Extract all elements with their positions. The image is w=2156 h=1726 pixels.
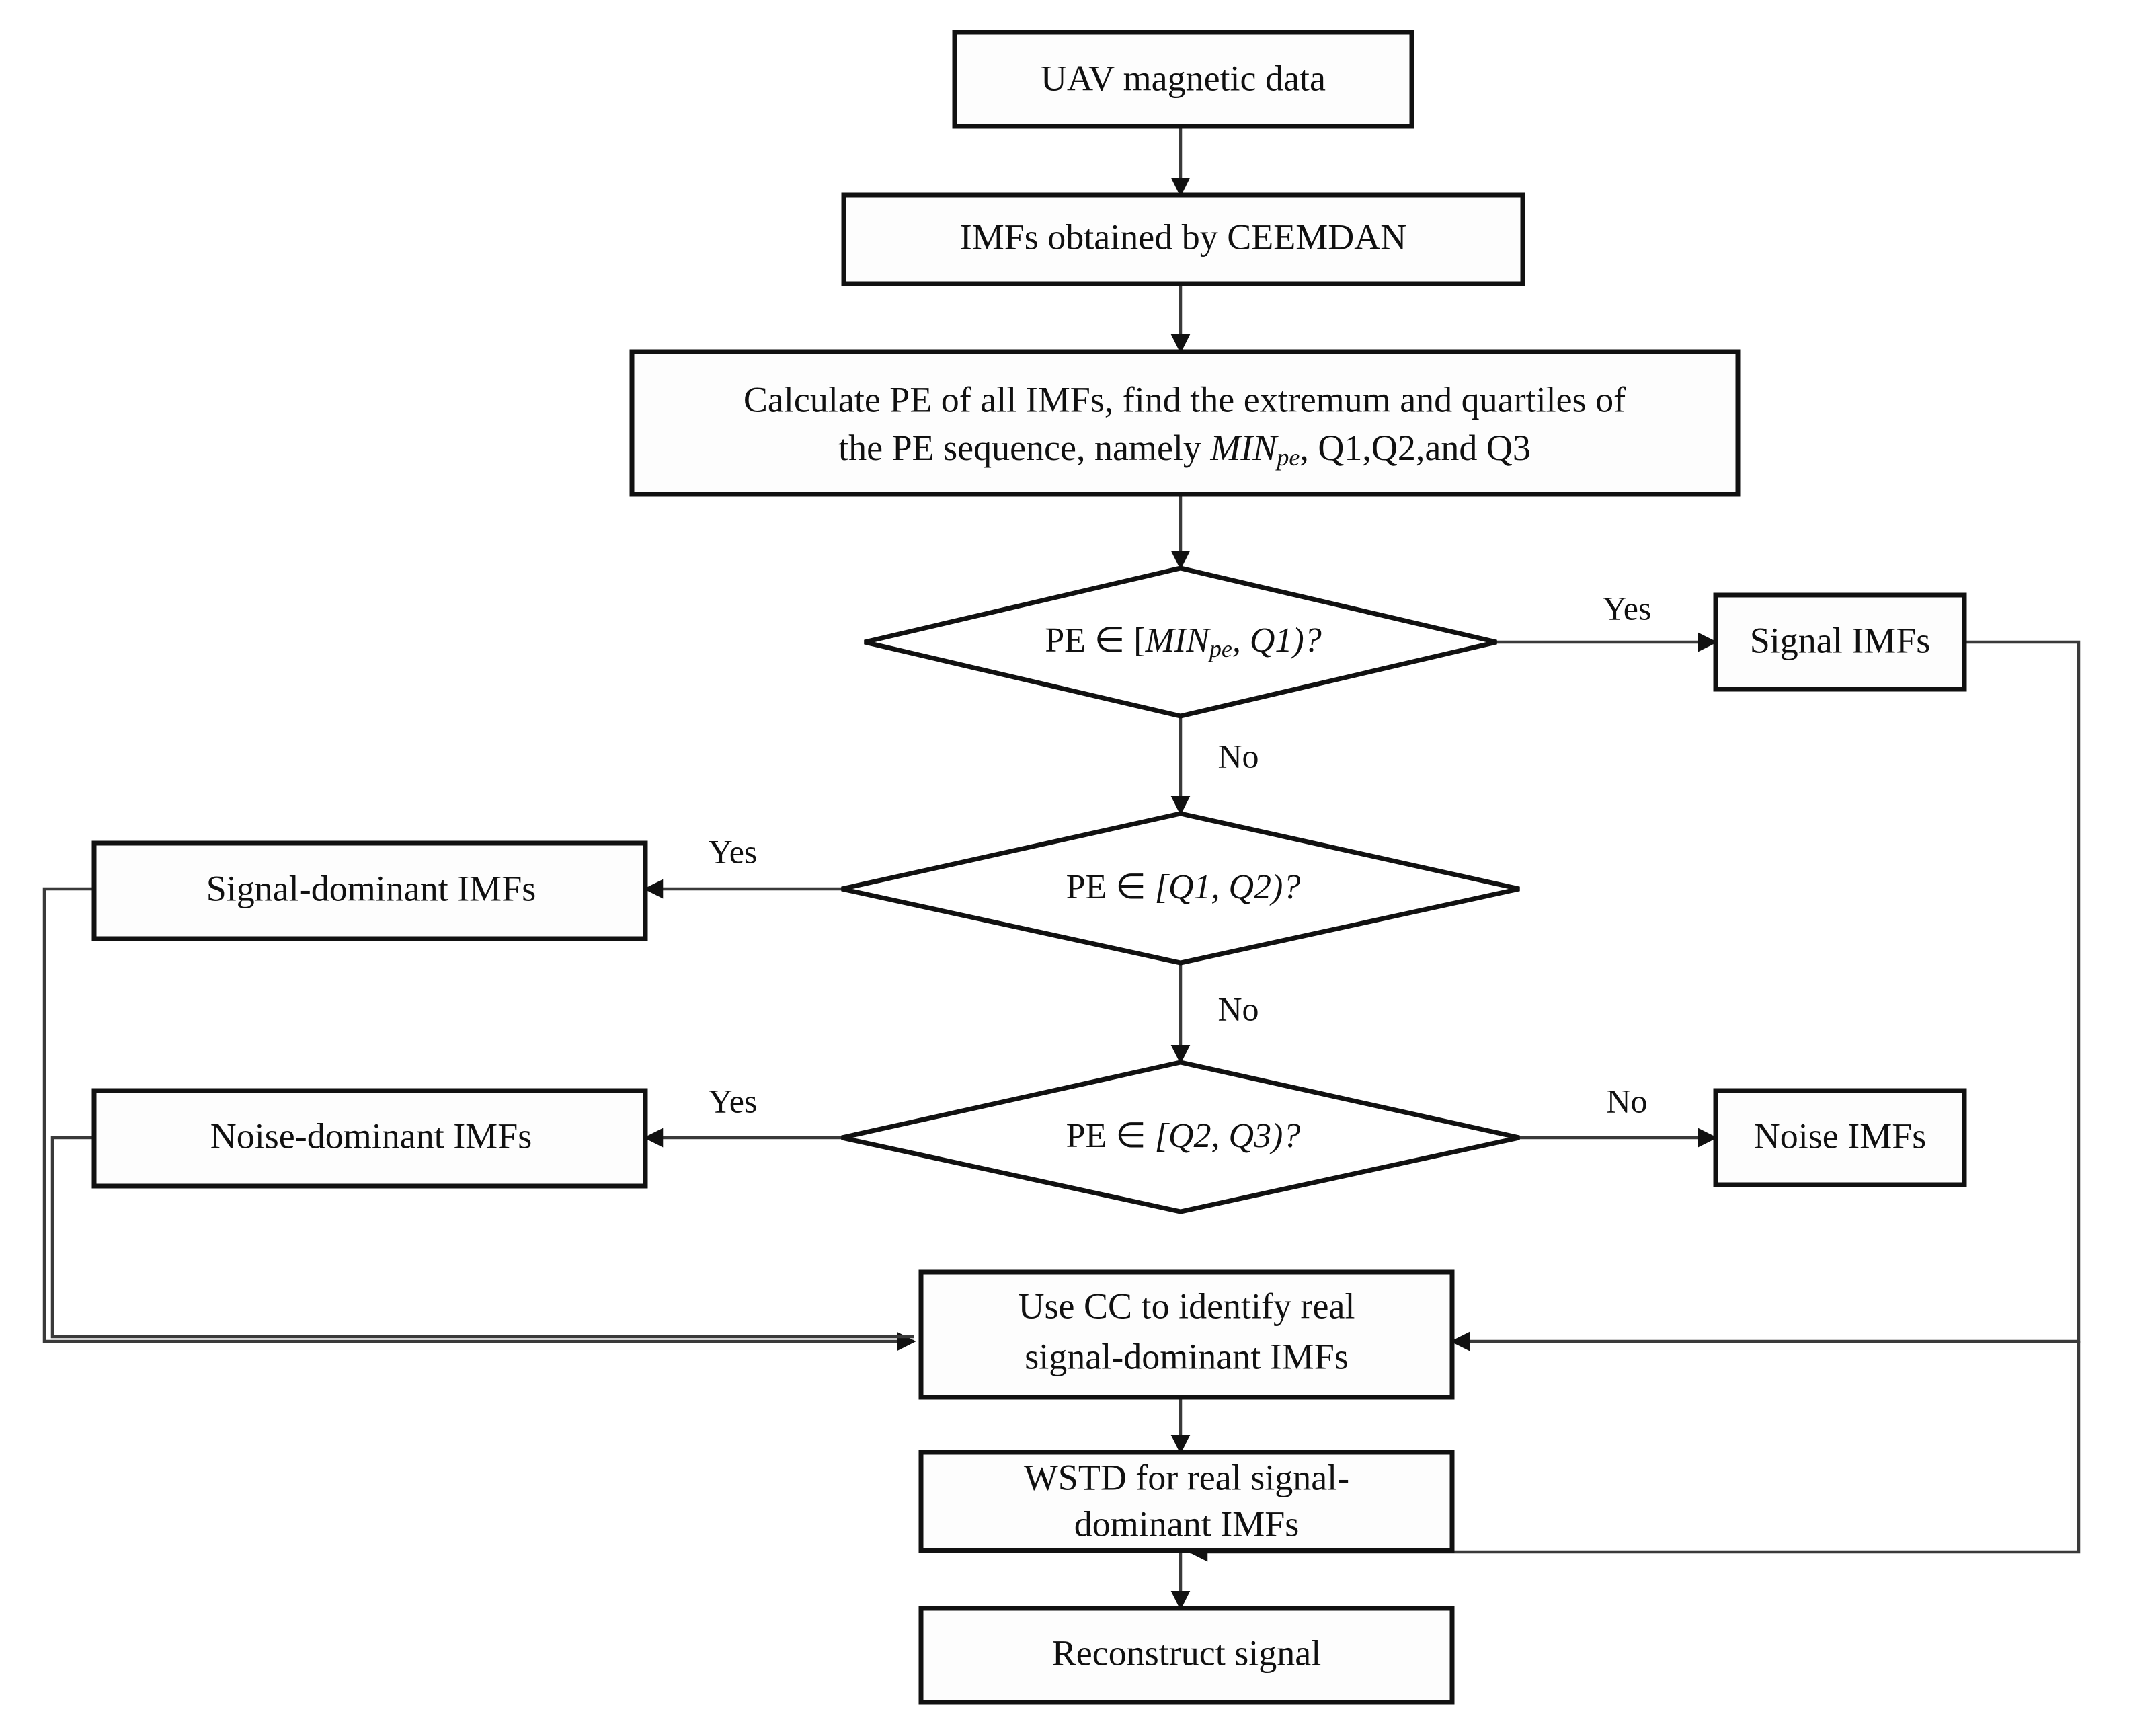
node-calculate-pe-line2: the PE sequence, namely MINpe, Q1,Q2,and…	[838, 428, 1531, 471]
node-use-cc-line1: Use CC to identify real	[1019, 1286, 1355, 1326]
node-decision-min-pe-q1[interactable]	[864, 565, 1497, 719]
edge-noise-dominant-to-cc	[50, 1136, 914, 1339]
node-calculate-pe[interactable]	[629, 349, 1741, 497]
node-noise-dominant-imfs-label: Noise-dominant IMFs	[210, 1115, 532, 1156]
node-signal-imfs-label: Signal IMFs	[1750, 620, 1931, 660]
edge-label-d1-no: No	[1217, 737, 1259, 775]
node-signal-dominant-imfs-label: Signal-dominant IMFs	[206, 868, 536, 908]
node-decision-q2-q3[interactable]	[841, 1060, 1520, 1214]
node-decision-min-pe-q1-label: PE ∈ [MINpe, Q1)?	[1045, 621, 1322, 662]
node-decision-q1-q2-label: PE ∈ [Q1, Q2)?	[1066, 868, 1301, 906]
node-reconstruct-signal[interactable]	[918, 1606, 1455, 1705]
node-decision-q2-q3-label: PE ∈ [Q2, Q3)?	[1066, 1117, 1301, 1155]
edge-signal-dominant-to-cc	[42, 887, 916, 1351]
node-use-cc-line2: signal-dominant IMFs	[1025, 1336, 1349, 1376]
edge-label-d3-yes: Yes	[709, 1082, 758, 1120]
node-wstd-line2: dominant IMFs	[1074, 1503, 1300, 1544]
edge-label-d2-yes: Yes	[709, 832, 758, 870]
node-reconstruct-signal-label: Reconstruct signal	[1052, 1633, 1321, 1673]
edge-label-d1-yes: Yes	[1603, 589, 1652, 627]
node-wstd[interactable]	[918, 1450, 1455, 1553]
node-imfs-ceemdan[interactable]	[841, 192, 1525, 286]
node-signal-imfs[interactable]	[1713, 592, 1967, 692]
node-decision-q1-q2[interactable]	[841, 811, 1520, 966]
edge-signal-imfs-to-reconstruct	[1188, 1341, 2081, 1562]
node-wstd-line1: WSTD for real signal-	[1024, 1457, 1349, 1497]
edge-label-d3-no: No	[1606, 1082, 1647, 1120]
node-noise-imfs-label: Noise IMFs	[1754, 1115, 1927, 1156]
node-uav-magnetic-data-label: UAV magnetic data	[1041, 58, 1326, 98]
node-noise-imfs[interactable]	[1713, 1088, 1967, 1187]
node-uav-magnetic-data[interactable]	[952, 30, 1414, 129]
node-use-cc[interactable]	[918, 1269, 1455, 1400]
node-calculate-pe-line1: Calculate PE of all IMFs, find the extre…	[744, 379, 1626, 420]
node-imfs-ceemdan-label: IMFs obtained by CEEMDAN	[960, 217, 1406, 257]
node-signal-dominant-imfs[interactable]	[91, 840, 648, 941]
node-noise-dominant-imfs[interactable]	[91, 1088, 648, 1189]
edge-signal-imfs-to-cc	[1450, 640, 2081, 1351]
edge-label-d2-no: No	[1217, 990, 1259, 1027]
